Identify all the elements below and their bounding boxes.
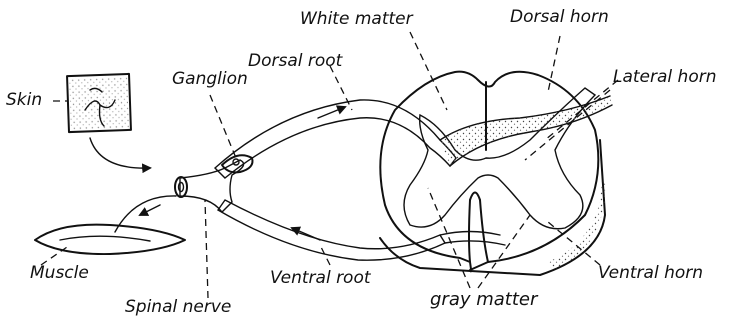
skin-sample xyxy=(67,74,131,132)
muscle-sample xyxy=(35,225,185,254)
efferent-arrow xyxy=(292,228,320,240)
label-spinal-nerve: Spinal nerve xyxy=(125,297,231,317)
skin-arrow xyxy=(90,138,150,168)
label-ganglion: Ganglion xyxy=(172,69,248,89)
muscle-arrow xyxy=(140,205,160,215)
label-dorsal-horn: Dorsal horn xyxy=(510,7,609,27)
label-white-matter: White matter xyxy=(300,9,414,29)
label-lateral-horn: Lateral horn xyxy=(613,67,717,87)
label-ventral-horn: Ventral horn xyxy=(598,263,703,283)
label-skin: Skin xyxy=(6,90,42,110)
spinal-nerve xyxy=(175,155,253,212)
label-dorsal-root: Dorsal root xyxy=(248,51,344,71)
ventral-root xyxy=(218,200,505,260)
label-ventral-root: Ventral root xyxy=(270,268,372,288)
white-matter-area xyxy=(380,72,598,272)
afferent-arrow xyxy=(318,107,345,118)
label-muscle: Muscle xyxy=(30,263,89,283)
label-gray-matter: gray matter xyxy=(430,289,539,310)
